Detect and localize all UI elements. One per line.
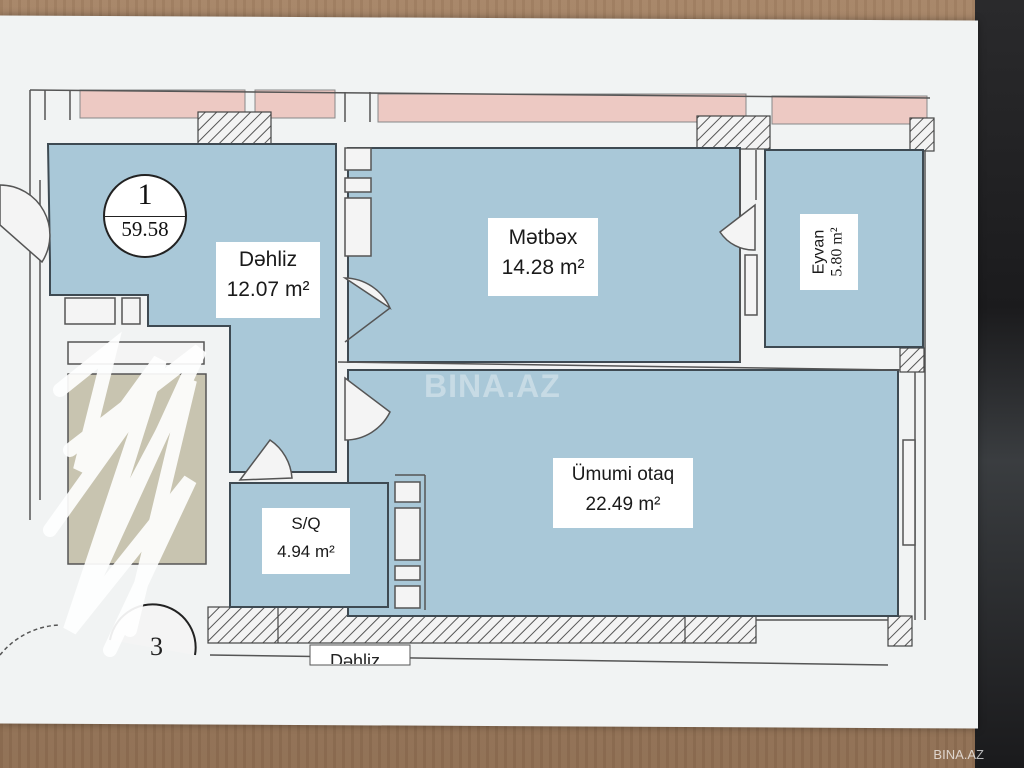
room-name: S/Q (291, 514, 321, 533)
room-area: 14.28 m² (501, 256, 585, 280)
center-watermark: BINA.AZ (424, 368, 561, 404)
room-area: 22.49 m² (585, 493, 661, 515)
unit-number-badge: 1 59.58 (103, 174, 187, 258)
room-area: 5.80 m² (829, 227, 846, 277)
unit-total-area: 59.58 (121, 217, 169, 241)
label-umumi-otaq: Ümumi otaq 22.49 m² (553, 458, 693, 528)
unit-number: 1 (137, 178, 153, 211)
label-metbex: Mətbəx 14.28 m² (488, 218, 598, 296)
badge-divider (105, 216, 185, 217)
room-name: Eyvan (810, 229, 828, 275)
room-area: 4.94 m² (277, 541, 335, 561)
label-eyvan: Eyvan 5.80 m² (800, 214, 858, 290)
neighbor-number-fragment: 3 (150, 632, 163, 656)
top-window-strips (29, 89, 931, 125)
redaction-scribble (43, 331, 207, 657)
neighbor-label-fragment: Dəhliz (330, 651, 381, 664)
room-name: Dəhliz (238, 248, 298, 271)
doors (0, 184, 756, 481)
label-sq: S/Q 4.94 m² (262, 508, 350, 574)
room-name: Mətbəx (508, 226, 578, 249)
room-name: Ümumi otaq (571, 464, 675, 485)
dark-fabric-background (975, 0, 1024, 768)
room-area: 12.07 m² (226, 278, 310, 302)
label-dehliz: Dəhliz 12.07 m² (216, 242, 320, 318)
corner-watermark: BINA.AZ (933, 747, 984, 762)
